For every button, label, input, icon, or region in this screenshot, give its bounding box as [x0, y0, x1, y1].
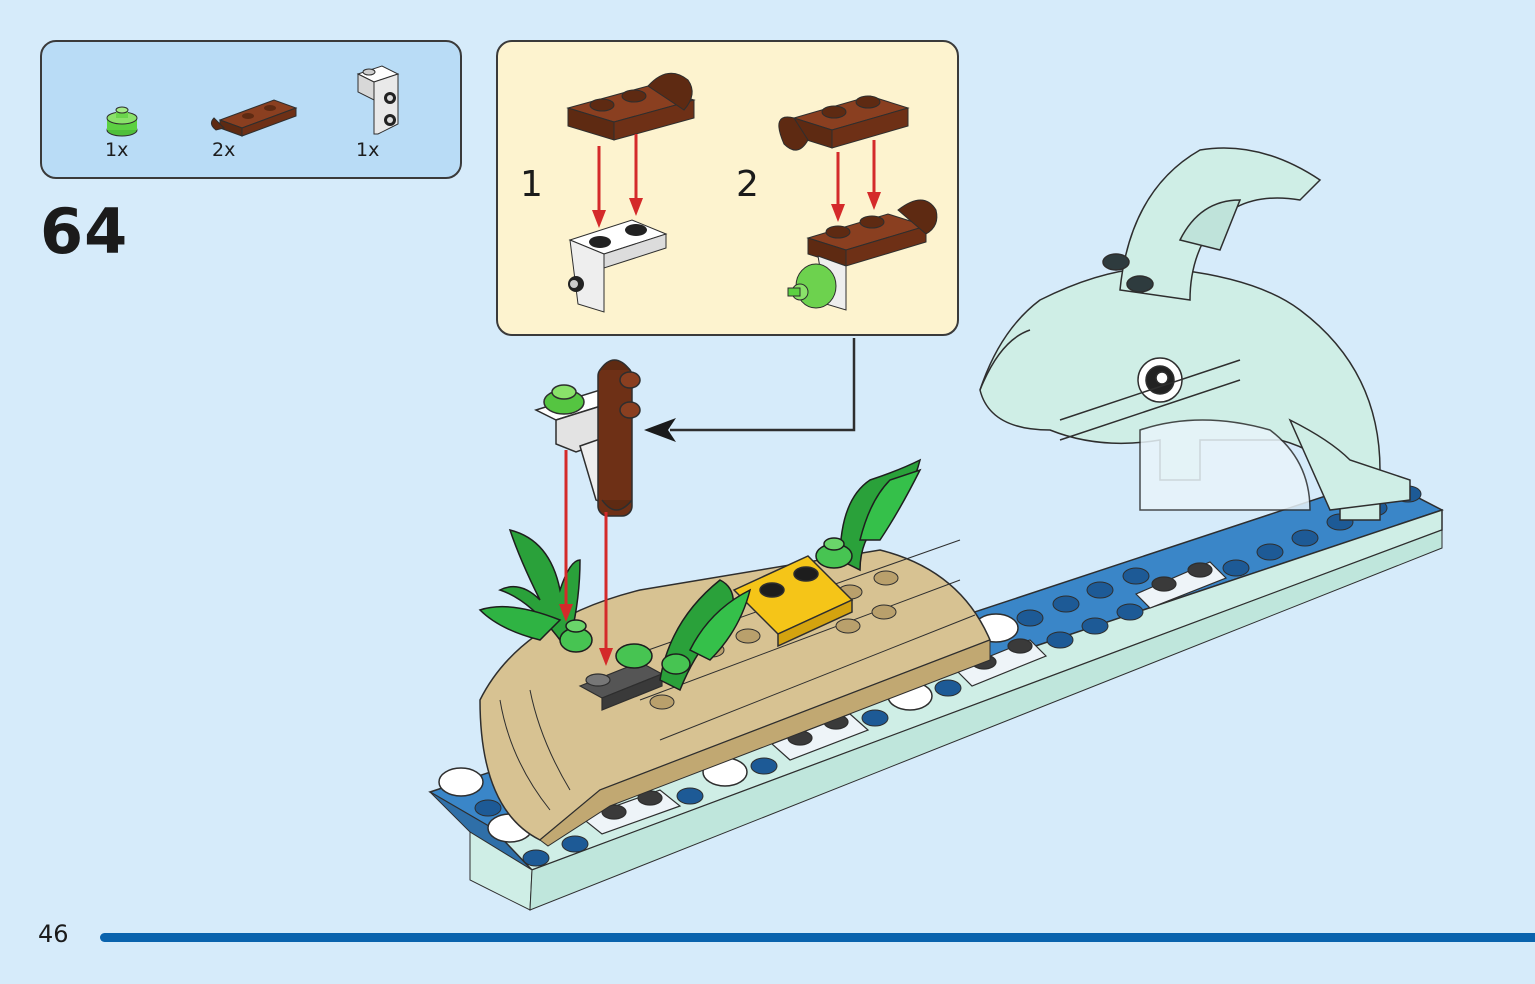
parts-illustrations [106, 65, 400, 137]
base-studs [474, 485, 1422, 867]
parts-list: 1x 2x 1x [40, 40, 462, 179]
placement-arrows [559, 450, 613, 666]
substep-number-2: 2 [736, 164, 759, 205]
brown-hinge-plate-icon [210, 99, 298, 137]
transparent-plates [580, 561, 1228, 835]
callout-connector [644, 338, 856, 442]
sub-assembly-callout: 1 2 [496, 40, 959, 336]
substep-2-arrows [831, 140, 881, 222]
green-round-plate-icon [106, 106, 138, 137]
page-bar [100, 933, 1535, 942]
substep-1-white-bracket [568, 219, 668, 313]
part-qty-1: 1x [105, 139, 129, 161]
part-qty-2: 2x [212, 139, 236, 161]
substep-1-arrows [592, 134, 643, 228]
dolphin [979, 147, 1411, 521]
white-bracket-icon [356, 65, 400, 135]
page-number: 46 [38, 920, 69, 948]
sub-assembly-attachment [534, 359, 641, 517]
substep-2-bracket-assembly [787, 199, 938, 311]
substep-2-top-hinge-plate [778, 95, 910, 151]
substep-1-hinge-plate [566, 72, 696, 141]
part-qty-3: 1x [356, 139, 380, 161]
yellow-tiles [732, 555, 854, 648]
blue-base-plate [428, 477, 1444, 911]
callout-illustrations [566, 72, 938, 313]
tan-sand-mound [479, 539, 991, 847]
dark-gray-plate [578, 661, 664, 711]
mound-studs [649, 570, 899, 710]
green-plants [478, 458, 922, 692]
step-number: 64 [40, 195, 129, 268]
substep-number-1: 1 [520, 164, 543, 205]
white-round-tiles [438, 613, 1019, 843]
